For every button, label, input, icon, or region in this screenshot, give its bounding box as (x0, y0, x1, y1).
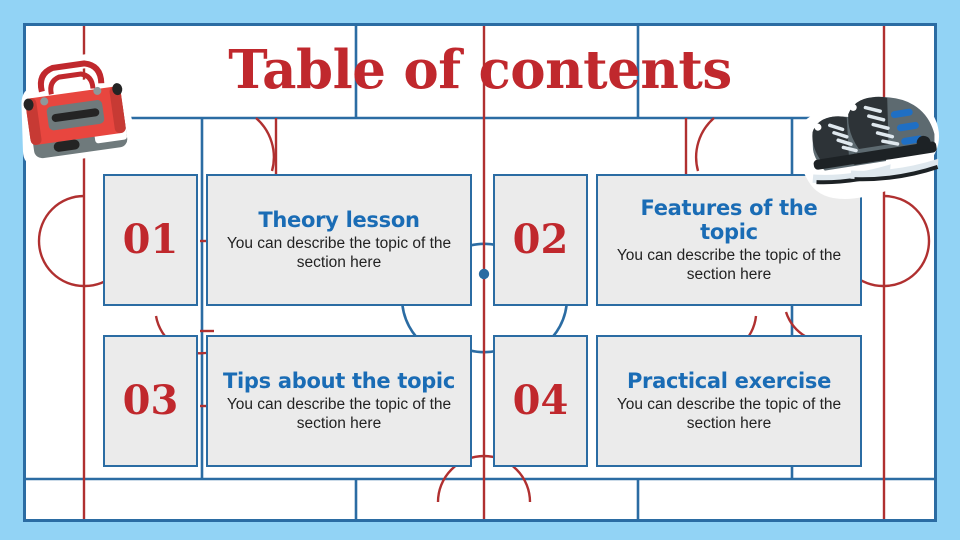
section-number-01: 01 (122, 216, 179, 263)
section-body-04: You can describe the topic of the sectio… (616, 396, 842, 433)
arc-top-right (694, 117, 715, 172)
section-text-box-04: Practical exercise You can describe the … (596, 335, 862, 467)
section-heading-01: Theory lesson (258, 207, 420, 232)
section-card-02[interactable]: 02 Features of the topic You can describ… (493, 174, 862, 306)
section-heading-04: Practical exercise (626, 368, 832, 393)
section-card-03[interactable]: 03 Tips about the topic You can describe… (103, 335, 472, 467)
sports-bag-sticker-icon (21, 53, 137, 166)
section-body-02: You can describe the topic of the sectio… (616, 247, 842, 284)
section-text-box-03: Tips about the topic You can describe th… (206, 335, 472, 467)
section-heading-03: Tips about the topic (223, 368, 455, 393)
section-card-01[interactable]: 01 Theory lesson You can describe the to… (103, 174, 472, 306)
section-number-box-02: 02 (493, 174, 588, 306)
arc-top-left (255, 117, 276, 172)
section-text-box-01: Theory lesson You can describe the topic… (206, 174, 472, 306)
section-body-03: You can describe the topic of the sectio… (226, 396, 452, 433)
section-text-box-02: Features of the topic You can describe t… (596, 174, 862, 306)
center-faceoff-dot (478, 268, 490, 280)
section-body-01: You can describe the topic of the sectio… (226, 235, 452, 272)
section-number-02: 02 (512, 216, 569, 263)
section-number-04: 04 (512, 377, 569, 424)
page-title: Table of contents (228, 39, 732, 101)
ice-skates-sticker-icon (797, 96, 939, 199)
section-card-04[interactable]: 04 Practical exercise You can describe t… (493, 335, 862, 467)
faceoff-left-upper (37, 194, 85, 288)
section-number-03: 03 (122, 377, 179, 424)
goal-crease-bottom (436, 454, 532, 503)
section-heading-02: Features of the topic (640, 196, 818, 244)
faceoff-right-upper (883, 194, 931, 288)
section-number-box-01: 01 (103, 174, 198, 306)
section-number-box-03: 03 (103, 335, 198, 467)
section-number-box-04: 04 (493, 335, 588, 467)
